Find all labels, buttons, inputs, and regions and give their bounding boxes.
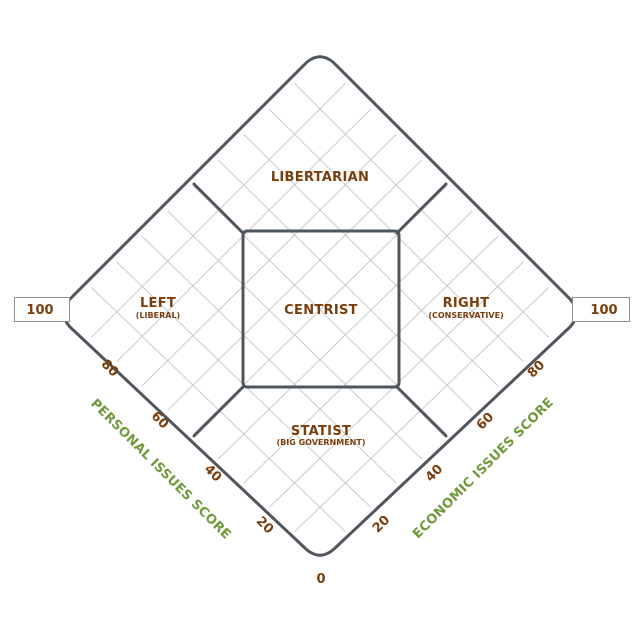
region-dividers	[192, 182, 448, 438]
economic-tick-20: 20	[370, 513, 393, 536]
grid-line-personal-7	[141, 134, 397, 387]
libertarian-label: LIBERTARIAN	[271, 170, 369, 185]
personal-100-box: 100	[14, 297, 70, 322]
grid-line-personal-6	[167, 159, 422, 411]
statist-label: STATIST	[291, 424, 351, 439]
personal-100-label: 100	[26, 303, 53, 318]
personal-tick-40: 40	[201, 462, 224, 485]
divider-bottom-left	[192, 385, 245, 438]
grid-line-economic-6	[218, 159, 473, 411]
grid-line-economic-8	[268, 108, 524, 362]
origin-label: 0	[316, 572, 325, 587]
personal-tick-60: 60	[148, 409, 171, 432]
grid-line-economic-7	[243, 134, 499, 387]
statist-sublabel: (BIG GOVERNMENT)	[277, 438, 366, 447]
divider-top-right	[395, 182, 448, 235]
economic-tick-80: 80	[525, 358, 548, 381]
centrist-label: CENTRIST	[284, 303, 358, 318]
right-label: RIGHT	[443, 296, 490, 311]
left-label: LEFT	[140, 296, 176, 311]
economic-tick-40: 40	[423, 462, 446, 485]
divider-top-left	[192, 182, 245, 235]
left-sublabel: (LIBERAL)	[136, 311, 180, 320]
divider-bottom-right	[395, 385, 448, 438]
economic-100-box: 100	[572, 297, 630, 322]
centrist-square	[241, 229, 401, 389]
economic-100-label: 100	[590, 303, 617, 318]
right-sublabel: (CONSERVATIVE)	[428, 311, 503, 320]
